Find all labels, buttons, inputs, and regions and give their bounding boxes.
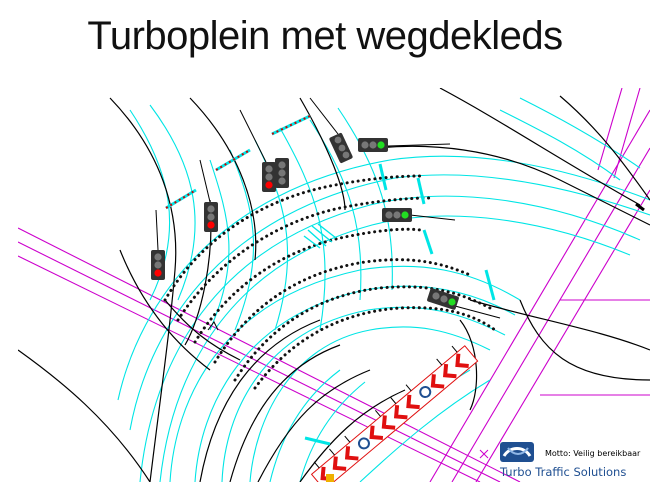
roundabout-lanes xyxy=(117,97,650,482)
company-logo: Motto: Veilig bereikbaar Turbo Traffic S… xyxy=(498,442,648,482)
company-logo-icon xyxy=(500,442,534,462)
traffic-light-icon xyxy=(382,208,456,222)
stop-line xyxy=(165,114,496,446)
traffic-light-icon xyxy=(427,288,501,319)
traffic-light-icon xyxy=(358,138,451,152)
led-lane-markers xyxy=(163,174,497,390)
crossing-hatch xyxy=(303,223,337,249)
traffic-light-icon xyxy=(309,97,353,163)
page-title: Turboplein met wegdekleds xyxy=(87,14,563,58)
traffic-light-icon xyxy=(199,159,218,232)
company-motto: Motto: Veilig bereikbaar xyxy=(545,449,641,458)
company-name: Turbo Traffic Solutions xyxy=(500,465,627,479)
traffic-light-icon xyxy=(151,209,165,280)
traffic-light-icon xyxy=(275,158,289,188)
traffic-light-icon xyxy=(239,109,276,192)
chevron-marker-icon xyxy=(310,345,479,482)
